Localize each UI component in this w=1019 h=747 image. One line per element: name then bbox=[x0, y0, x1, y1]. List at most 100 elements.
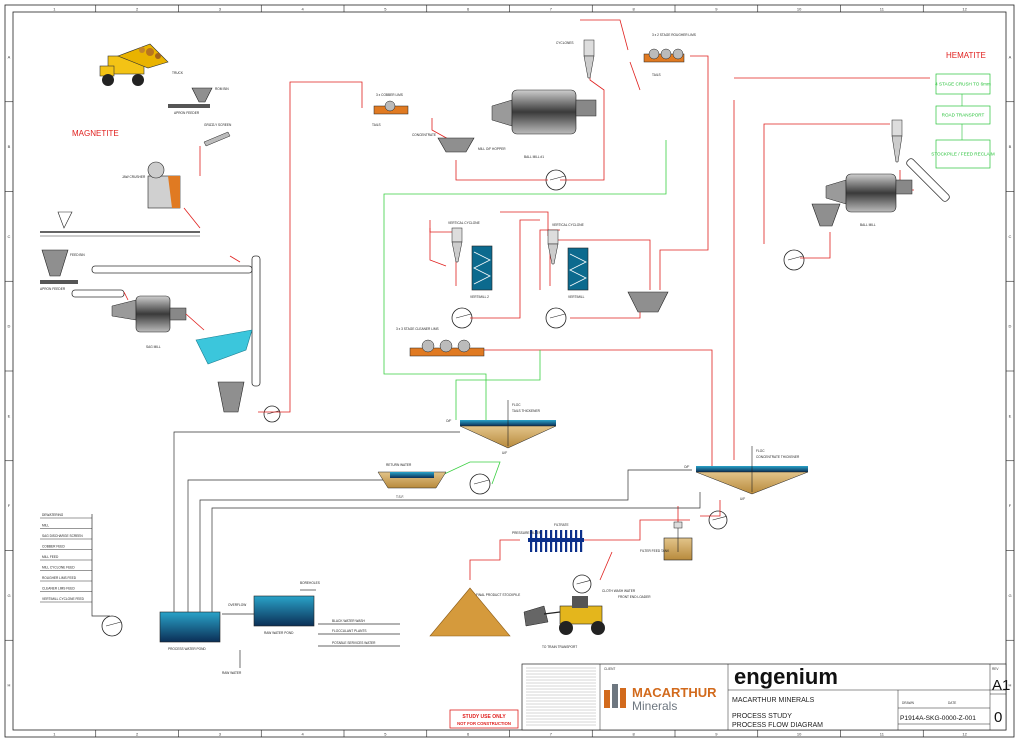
client-sub: Minerals bbox=[632, 699, 677, 713]
hematite-conveyor bbox=[906, 158, 950, 202]
project-name: MACARTHUR MINERALS bbox=[732, 697, 815, 704]
concentrate-label: CONCENTRATE bbox=[412, 133, 436, 137]
front-end-loader-label: FRONT END LOADER bbox=[618, 595, 651, 599]
hematite-process-label: 4 STAGE CRUSH TO 6mm bbox=[935, 82, 991, 87]
apron-feeder-2 bbox=[40, 280, 78, 284]
hematite-cyclone bbox=[891, 119, 903, 163]
date-label: DATE bbox=[948, 701, 956, 705]
sag-discharge-screen bbox=[195, 329, 253, 365]
zone-row-label: E bbox=[8, 413, 11, 418]
vertimill-2-label: VERTIMILL 2 bbox=[470, 295, 489, 299]
cobber-lims-label: 3 x COBBER LIMS bbox=[376, 93, 403, 97]
service-water-label: POTABLE SERVICES WATER bbox=[332, 641, 376, 645]
client-name: MACARTHUR bbox=[632, 685, 717, 700]
feed-bin bbox=[41, 249, 69, 277]
zone-row-label: A bbox=[8, 54, 11, 59]
ball-mill-1 bbox=[491, 89, 597, 135]
cloth-wash-label: CLOTH WASH WATER bbox=[602, 589, 636, 593]
cyclones-label: CYCLONES bbox=[556, 41, 574, 45]
distribution-label: ROUGHER LIMS FEED bbox=[42, 576, 77, 580]
zone-row-label: A bbox=[1009, 54, 1012, 59]
vertimill-hopper bbox=[627, 291, 669, 313]
zone-column-label: 8 bbox=[633, 732, 636, 737]
sag-discharge-hopper bbox=[217, 381, 245, 413]
zone-column-label: 12 bbox=[962, 732, 967, 737]
zone-column-label: 10 bbox=[797, 732, 802, 737]
zone-row-label: F bbox=[8, 503, 11, 508]
tsf-label: T.S.F. bbox=[396, 495, 404, 499]
distribution-label: MILL FEED bbox=[42, 555, 59, 559]
zone-column-label: 7 bbox=[550, 732, 553, 737]
zone-row-label: G bbox=[1008, 593, 1011, 598]
vertimill-1 bbox=[547, 229, 589, 291]
cobber-lims bbox=[373, 100, 409, 115]
tails-1-label: TAILS bbox=[372, 123, 381, 127]
concentrate-thickener bbox=[695, 446, 809, 495]
zone-column-label: 9 bbox=[715, 732, 718, 737]
tsf bbox=[377, 471, 447, 489]
rom-bin-label: ROM BIN bbox=[215, 87, 229, 91]
cyclones bbox=[583, 39, 595, 79]
drawing-number: P1914A-SKG-0000-Z-001 bbox=[900, 715, 976, 722]
feed-bin-label: FEED BIN bbox=[70, 253, 85, 257]
distribution-label: VERTIMILL CYCLONE FEED bbox=[42, 597, 85, 601]
zone-row-label: D bbox=[8, 324, 11, 329]
floc-1-label: FLOC bbox=[512, 403, 521, 407]
zone-column-label: 1 bbox=[53, 732, 56, 737]
hematite-process-label: ROAD TRANSPORT bbox=[942, 113, 985, 118]
cleaner-lims-label: 3 x 3 STAGE CLEANER LIMS bbox=[396, 327, 439, 331]
stamp-line-1: STUDY USE ONLY bbox=[462, 714, 506, 720]
zone-row-label: B bbox=[1009, 144, 1012, 149]
final-product-stockpile bbox=[429, 587, 511, 637]
zone-column-label: 1 bbox=[53, 7, 56, 12]
zone-column-label: 8 bbox=[633, 7, 636, 12]
distribution-label: MILL CYCLONE FEED bbox=[42, 566, 75, 570]
zone-column-label: 3 bbox=[219, 7, 222, 12]
consultant-logo: engenium bbox=[734, 664, 838, 689]
distribution-label: COBBER FEED bbox=[42, 545, 66, 549]
tails-2-label: TAILS bbox=[652, 73, 661, 77]
stamp: STUDY USE ONLY NOT FOR CONSTRUCTION bbox=[449, 709, 519, 729]
ovf-2-label: O/F bbox=[684, 465, 689, 469]
slurry-pump-icon bbox=[469, 473, 491, 495]
zone-row-label: G bbox=[7, 593, 10, 598]
rom-bin bbox=[191, 87, 213, 103]
slurry-pump-icon bbox=[545, 307, 567, 329]
pressure-filter-label: PRESSURE FILTER bbox=[512, 531, 542, 535]
zone-row-label: C bbox=[8, 234, 11, 239]
slurry-pump-icon bbox=[101, 615, 123, 637]
uf-1-label: U/F bbox=[502, 451, 507, 455]
zone-row-label: H bbox=[1009, 683, 1012, 688]
apron-feeder-1 bbox=[168, 104, 210, 108]
distribution-label: MILL bbox=[42, 524, 49, 528]
to-train-label: TO TRAIN TRANSPORT bbox=[542, 645, 577, 649]
mill-hopper-label: MILL O/F HOPPER bbox=[478, 147, 506, 151]
zone-column-label: 11 bbox=[880, 732, 885, 737]
final-product-label: FINAL PRODUCT STOCKPILE bbox=[476, 593, 520, 597]
mill-hopper bbox=[437, 137, 475, 153]
apron-feeder-1-label: APRON FEEDER bbox=[174, 111, 200, 115]
boreholes-label: BOREHOLES bbox=[300, 581, 320, 585]
hematite-process-box bbox=[935, 139, 991, 169]
ovf-1-label: O/F bbox=[446, 419, 451, 423]
water-lines bbox=[383, 140, 667, 485]
cleaner-lims bbox=[409, 339, 485, 357]
slurry-pump-icon bbox=[572, 574, 592, 594]
service-water-label: BLACK WATER WASH bbox=[332, 619, 366, 623]
ball-mill-2-label: BALL MILL bbox=[860, 223, 876, 227]
concentrate-thickener-label: CONCENTRATE THICKENER bbox=[756, 455, 800, 459]
filter-feed-tank bbox=[663, 521, 693, 561]
zone-row-label: E bbox=[1009, 413, 1012, 418]
vertical-cyclone-2-label: VERTICAL CYCLONE bbox=[552, 223, 584, 227]
stamp-line-2: NOT FOR CONSTRUCTION bbox=[457, 721, 511, 726]
sheet-size: A1 bbox=[992, 677, 1010, 694]
hematite-process-box bbox=[935, 73, 991, 95]
distribution-label: SAG DISCHARGE SCREEN bbox=[42, 534, 83, 538]
filtrate-label: FILTRATE bbox=[554, 523, 569, 527]
service-water-label: FLOCCULANT PLANTS bbox=[332, 629, 366, 633]
process-water-pond bbox=[159, 611, 221, 643]
raw-water-pond bbox=[253, 595, 315, 627]
vertimill-2 bbox=[451, 227, 493, 291]
zone-row-label: C bbox=[1009, 234, 1012, 239]
process-water-pond-label: PROCESS WATER POND bbox=[168, 647, 206, 651]
